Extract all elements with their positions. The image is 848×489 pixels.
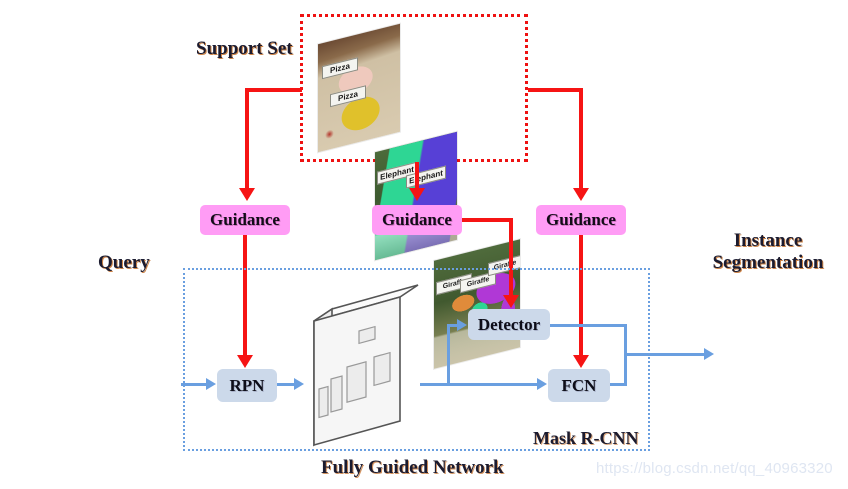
red-connector-left-horizontal xyxy=(245,88,302,92)
fcn-module-box[interactable]: FCN xyxy=(548,369,610,402)
blue-arrowhead-to-detector xyxy=(457,319,467,331)
blue-connector-detector-to-rail xyxy=(550,324,627,327)
blue-arrowhead-to-fcn xyxy=(537,378,547,390)
blue-connector-query-to-rpn xyxy=(181,383,207,386)
red-connector-middle-vertical xyxy=(415,162,419,188)
mask-rcnn-dashed-container xyxy=(183,268,650,451)
blue-connector-rpn-to-cnn xyxy=(277,383,295,386)
red-arrowhead-to-guidance-rpn xyxy=(239,188,255,201)
red-connector-guidance-to-fcn xyxy=(579,235,583,355)
cnn-backbone-block xyxy=(302,281,420,453)
support-image-pizza: Pizza Pizza xyxy=(318,23,400,153)
red-arrowhead-to-guidance-detector xyxy=(409,188,425,201)
guidance-box-detector[interactable]: Guidance xyxy=(372,205,462,235)
red-connector-left-vertical xyxy=(245,88,249,188)
blue-arrowhead-to-rpn xyxy=(206,378,216,390)
blue-arrowhead-to-cnn xyxy=(294,378,304,390)
rpn-module-box[interactable]: RPN xyxy=(217,369,277,402)
mask-rcnn-label: Mask R-CNN xyxy=(533,428,639,448)
red-arrowhead-to-detector xyxy=(503,295,519,308)
red-connector-right-horizontal xyxy=(528,88,583,92)
instance-segmentation-label: Instance Segmentation xyxy=(706,230,830,274)
instance-seg-line-1: Instance Segmentation xyxy=(712,230,824,273)
watermark-text: https://blog.csdn.net/qq_40963320 xyxy=(596,460,833,477)
blue-connector-branch-vertical-to-detector xyxy=(447,324,450,386)
blue-connector-rail-to-output xyxy=(624,353,705,356)
red-connector-guidance-detector-vertical xyxy=(509,218,513,295)
red-connector-right-vertical xyxy=(579,88,583,188)
red-connector-guidance-to-rpn xyxy=(243,235,247,355)
cnn-backbone-icon xyxy=(313,284,419,447)
blue-connector-branch-horizontal-to-detector xyxy=(447,324,459,327)
query-label: Query xyxy=(98,252,150,273)
red-arrowhead-to-fcn xyxy=(573,355,589,368)
red-arrowhead-to-rpn xyxy=(237,355,253,368)
blue-connector-fcn-to-rail xyxy=(610,383,627,386)
guidance-box-rpn[interactable]: Guidance xyxy=(200,205,290,235)
red-arrowhead-to-guidance-fcn xyxy=(573,188,589,201)
red-connector-guidance-detector-horizontal xyxy=(462,218,513,222)
blue-connector-cnn-to-fcn xyxy=(420,383,538,386)
fully-guided-network-label: Fully Guided Network xyxy=(321,457,504,478)
blue-arrowhead-to-output xyxy=(704,348,714,360)
support-set-label: Support Set xyxy=(196,38,293,59)
detector-module-box[interactable]: Detector xyxy=(468,309,550,340)
guidance-box-fcn[interactable]: Guidance xyxy=(536,205,626,235)
